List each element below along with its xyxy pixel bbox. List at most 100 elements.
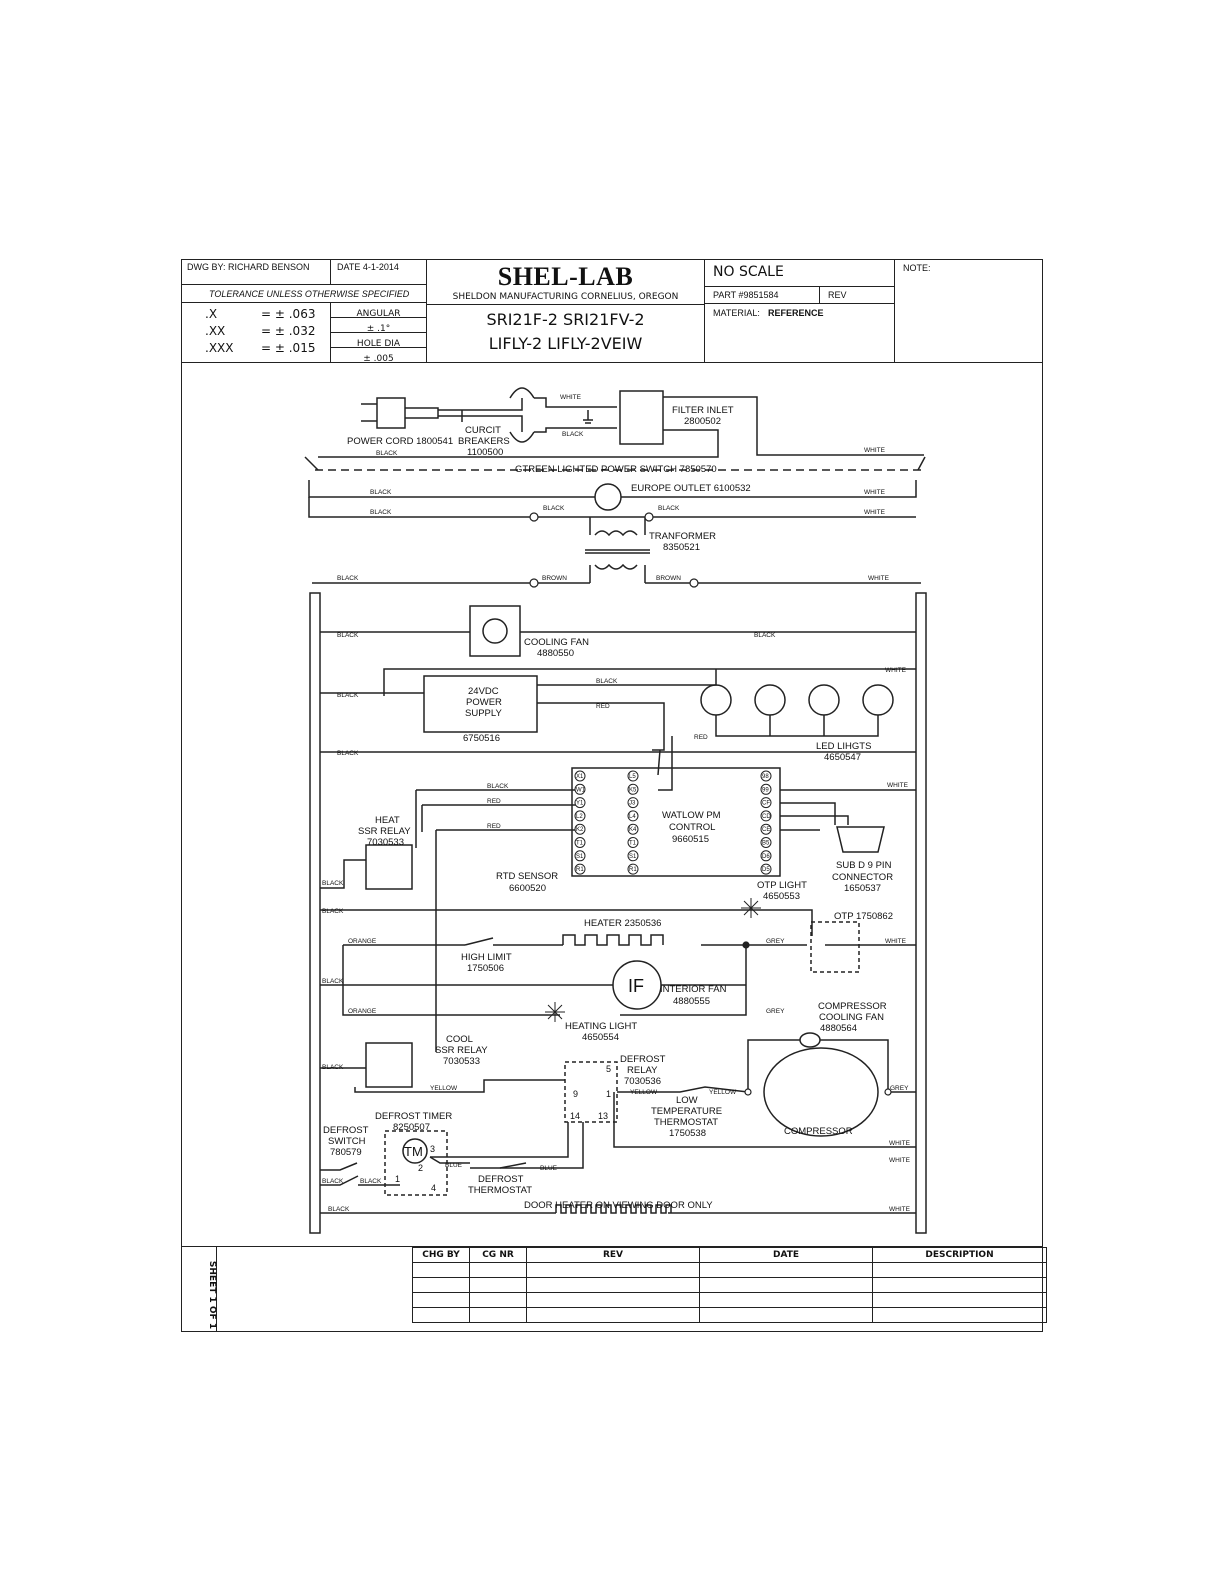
controller-pin [760, 810, 772, 822]
angular-label: ANGULAR [356, 309, 401, 319]
defrost-relay-pn: 7030536 [624, 1076, 661, 1087]
subd-pn: 1650537 [844, 883, 881, 894]
defrost-switch-label-1: DEFROST [323, 1125, 369, 1136]
revision-cell [526, 1292, 700, 1308]
power-cord-plug [376, 397, 406, 429]
otp-light-label: OTP LIGHT [757, 880, 807, 891]
timer-motor [402, 1138, 428, 1164]
controller-pin [760, 863, 772, 875]
scale-note: NO SCALE [713, 264, 784, 280]
controller-pin-label: K4 [629, 827, 637, 833]
rev-header-cg-nr: CG NR [469, 1247, 527, 1263]
heat-relay-label-1: HEAT [375, 815, 400, 826]
heater-label: HEATER 2350536 [584, 918, 661, 929]
high-limit-label: HIGH LIMIT [461, 952, 512, 963]
defrost-switch-pn: 780579 [330, 1147, 362, 1158]
power-cord-leads [438, 409, 510, 422]
transformer-line [308, 497, 916, 518]
wire-label-yellow-2: YELLOW [630, 1089, 658, 1096]
relay-pin-5: 5 [606, 1064, 611, 1074]
controller-left-wires [415, 789, 580, 1052]
power-cord-body [405, 407, 439, 419]
wire-label-black-8: BLACK [337, 632, 359, 639]
cool-relay-wires [320, 1067, 565, 1093]
heat-ssr-relay [365, 844, 413, 890]
wire-label-white-3: WHITE [864, 489, 886, 496]
company-name: SHEL-LAB [497, 262, 634, 291]
controller-pin [627, 823, 639, 835]
controller-pin-label: S1 [576, 854, 584, 860]
model-line-2: LIFLY-2 LIFLY-2VEIW [488, 334, 643, 353]
wire-label-black-11: BLACK [337, 692, 359, 699]
connection-nodes [529, 512, 892, 1096]
transformer-coils [594, 530, 638, 570]
revision-label: REV [828, 290, 847, 300]
controller-pin [574, 783, 586, 795]
door-heater-element [555, 1204, 672, 1214]
tol-xxx-value: = ± .015 [261, 341, 316, 355]
interior-fan-label: INTERIOR FAN [660, 984, 727, 995]
controller-label-1: WATLOW PM [662, 810, 721, 821]
revision-cell [412, 1262, 470, 1278]
controller-pin [574, 850, 586, 862]
relay-pin-1: 1 [606, 1089, 611, 1099]
compressor-fan-label-1: COMPRESSOR [818, 1001, 887, 1012]
controller-pin [627, 837, 639, 848]
indicator-lamps [545, 898, 761, 1022]
wire-label-black-1: BLACK [562, 431, 584, 438]
defrost-timer-label: DEFROST TIMER [375, 1111, 452, 1122]
controller-pin [760, 837, 772, 848]
psu-outputs [537, 669, 717, 751]
europe-outlet-label: EUROPE OUTLET 6100532 [631, 483, 751, 494]
controller-pn: 9660515 [672, 834, 709, 845]
revision-cell [412, 1307, 470, 1323]
high-limit-switch [464, 937, 494, 946]
plug-prongs [361, 403, 377, 422]
wire-label-white-11: WHITE [889, 1206, 911, 1213]
heating-light-label: HEATING LIGHT [565, 1021, 637, 1032]
controller-pin-label: B5 [762, 841, 770, 847]
psu-label-3: SUPPLY [465, 708, 502, 719]
drawing-date: DATE 4-1-2014 [337, 262, 399, 272]
rtd-label: RTD SENSOR [496, 871, 558, 882]
wire-label-white-7: WHITE [887, 782, 909, 789]
wire-label-brown-1: BROWN [542, 575, 567, 582]
revision-cell [469, 1262, 527, 1278]
wire-label-black-13: BLACK [487, 783, 509, 790]
otp-feed [320, 909, 813, 936]
cool-relay-label-2: SSR RELAY [435, 1045, 488, 1056]
drawn-by: DWG BY: RICHARD BENSON [187, 262, 310, 272]
controller-pin-label: K2 [576, 827, 584, 833]
heating-light-pn: 4650554 [582, 1032, 619, 1043]
breakers-pn: 1100500 [467, 447, 503, 458]
wire-label-red-2: RED [694, 734, 708, 741]
wire-label-black-4: BLACK [370, 509, 392, 516]
revision-cell [699, 1262, 873, 1278]
cool-relay-label-1: COOL [446, 1034, 473, 1045]
breakers [509, 387, 535, 443]
right-bus [915, 592, 927, 1234]
angular-value: ± .1° [366, 324, 391, 334]
wire-label-black-14: BLACK [322, 880, 344, 887]
controller-pin-label: 99 [762, 787, 769, 793]
compressor-fan-label-2: COOLING FAN [819, 1012, 884, 1023]
wire-label-blue-2: BLUE [540, 1165, 558, 1172]
transformer-core [585, 549, 650, 554]
high-limit-pn: 1750506 [467, 963, 504, 974]
wire-label-white-10: WHITE [889, 1157, 911, 1164]
revision-cell [699, 1307, 873, 1323]
cool-relay-pn: 7030533 [443, 1056, 480, 1067]
transformer-leads [589, 517, 646, 583]
controller-pin [574, 770, 586, 782]
wire-label-brown-2: BROWN [656, 575, 681, 582]
revision-cell [412, 1277, 470, 1293]
material-value: REFERENCE [768, 308, 824, 318]
heater-element [562, 934, 664, 946]
controller-pin-label: CD [762, 814, 771, 820]
defrost-timer-pn: 8250507 [393, 1122, 430, 1133]
revision-cell [526, 1307, 700, 1323]
revision-cell [872, 1277, 1047, 1293]
wire-label-black-6: BLACK [658, 505, 680, 512]
